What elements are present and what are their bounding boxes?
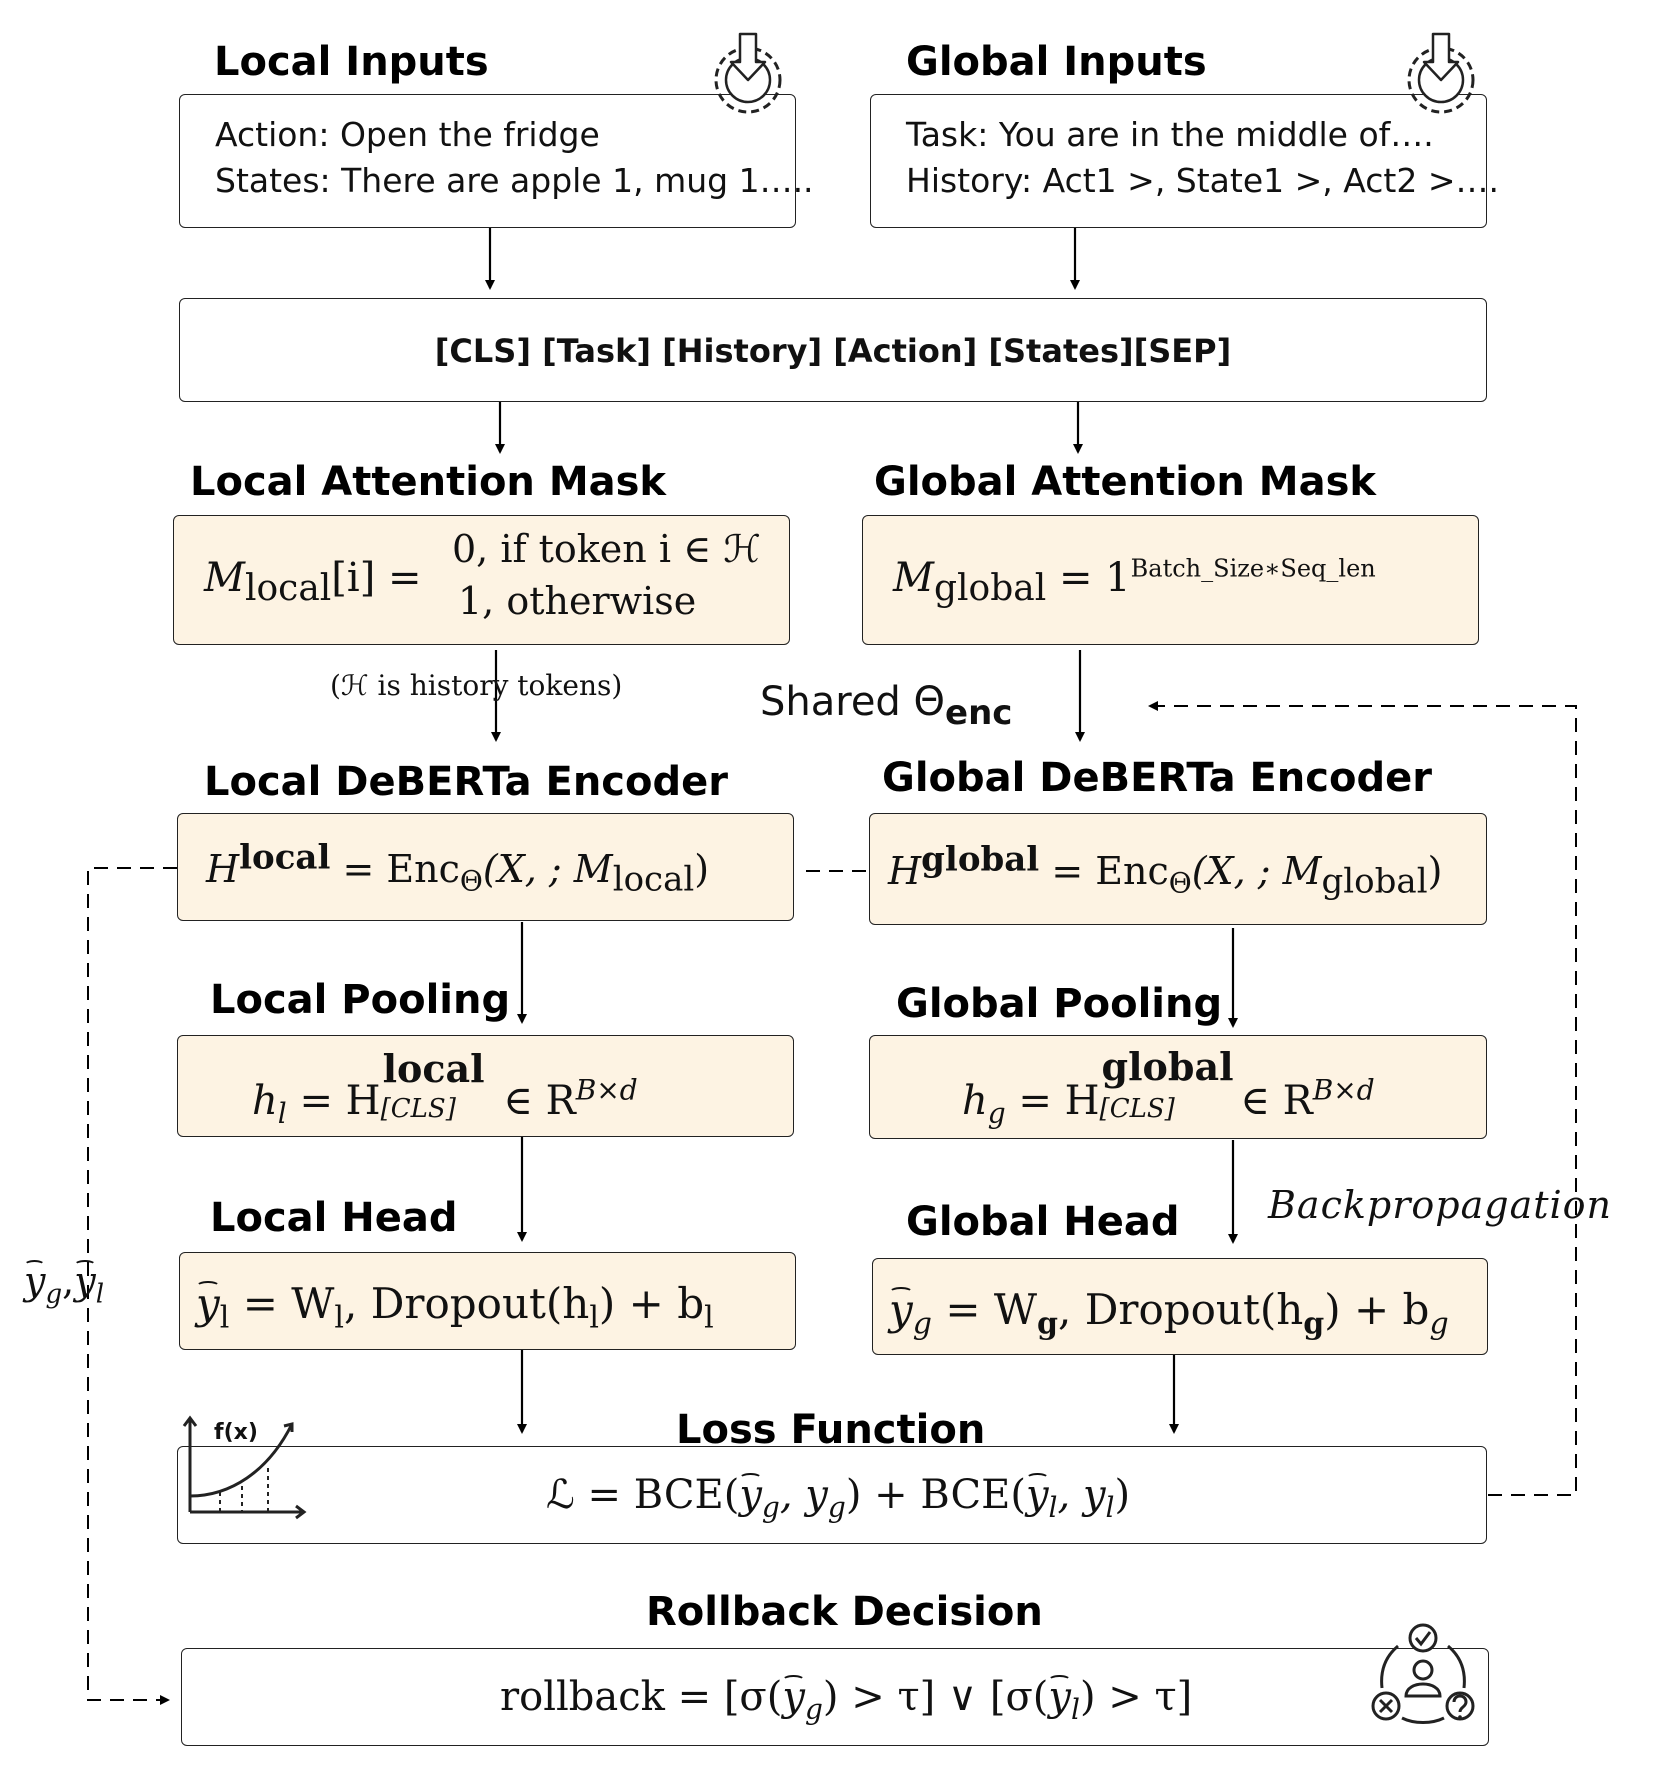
global-head-box: yg = Wg, Dropout(hg) + bg [872, 1258, 1488, 1355]
dashed-backprop-path [1148, 701, 1577, 1496]
local-inputs-title: Local Inputs [214, 39, 489, 85]
loss-function-box: ℒ = BCE(yg, yg) + BCE(yl, yl) [177, 1446, 1487, 1544]
rollback-formula: rollback = [σ(yg) > τ] ∨ [σ(yl) > τ] [500, 1674, 1193, 1726]
local-pooling-title: Local Pooling [210, 977, 511, 1023]
local-mask-case-1: 0, if token i ∈ ℋ [452, 527, 761, 571]
local-action-text: Action: Open the fridge [215, 115, 600, 154]
global-mask-box: Mglobal = 1Batch_Size∗Seq_len [862, 515, 1479, 645]
local-states-text: States: There are apple 1, mug 1….. [215, 161, 814, 200]
shared-theta-label: Shared Θenc [760, 679, 1013, 733]
global-head-title: Global Head [906, 1199, 1180, 1245]
local-head-box: yl = Wl, Dropout(hl) + bl [179, 1252, 796, 1350]
local-encoder-title: Local DeBERTa Encoder [204, 759, 728, 805]
global-encoder-box: Hglobal = EncΘ(X, ; Mglobal) [869, 813, 1487, 925]
rollback-decision-box: rollback = [σ(yg) > τ] ∨ [σ(yl) > τ] [181, 1648, 1489, 1746]
local-head-title: Local Head [210, 1195, 458, 1241]
local-head-formula: yl = Wl, Dropout(hl) + bl [196, 1279, 714, 1336]
local-encoder-box: Hlocal = EncΘ(X, ; Mlocal) [177, 813, 794, 921]
loss-function-title: Loss Function [676, 1407, 986, 1453]
prediction-side-label: yg,yl [24, 1259, 105, 1310]
local-mask-case-2: 1, otherwise [458, 579, 697, 623]
local-encoder-formula: Hlocal = EncΘ(X, ; Mlocal) [206, 837, 710, 900]
function-icon-label: f(x) [214, 1420, 258, 1445]
global-inputs-box: Task: You are in the middle of…. History… [870, 94, 1499, 228]
decision-cycle-icon [1371, 1623, 1475, 1724]
local-inputs-box: Action: Open the fridge States: There ar… [179, 94, 814, 228]
loss-formula: ℒ = BCE(yg, yg) + BCE(yl, yl) [546, 1472, 1131, 1524]
global-encoder-title: Global DeBERTa Encoder [882, 755, 1432, 801]
global-encoder-formula: Hglobal = EncΘ(X, ; Mglobal) [888, 839, 1443, 902]
token-sequence-box: [CLS] [Task] [History] [Action] [States]… [179, 298, 1487, 402]
global-mask-title: Global Attention Mask [874, 459, 1377, 505]
global-pooling-title: Global Pooling [896, 981, 1223, 1027]
global-inputs-title: Global Inputs [906, 39, 1207, 85]
history-tokens-note: (ℋ is history tokens) [330, 669, 623, 702]
download-gear-icon [714, 32, 782, 114]
local-mask-box: Mlocal[i] = 0, if token i ∈ ℋ 1, otherwi… [173, 515, 790, 645]
token-sequence-text: [CLS] [Task] [History] [Action] [States]… [434, 332, 1232, 370]
backpropagation-label: Backpropagation [1268, 1183, 1612, 1227]
rollback-decision-title: Rollback Decision [646, 1589, 1043, 1635]
function-graph-icon: f(x) [180, 1412, 310, 1522]
local-mask-lhs: Mlocal[i] = [204, 555, 422, 609]
global-history-text: History: Act1 >, State1 >, Act2 >…. [906, 161, 1499, 200]
global-task-text: Task: You are in the middle of…. [906, 115, 1434, 154]
download-gear-icon [1407, 32, 1475, 114]
local-mask-title: Local Attention Mask [190, 459, 667, 505]
global-head-formula: yg = Wg, Dropout(hg) + bg [889, 1285, 1449, 1342]
global-mask-formula: Mglobal = 1Batch_Size∗Seq_len [893, 554, 1376, 609]
